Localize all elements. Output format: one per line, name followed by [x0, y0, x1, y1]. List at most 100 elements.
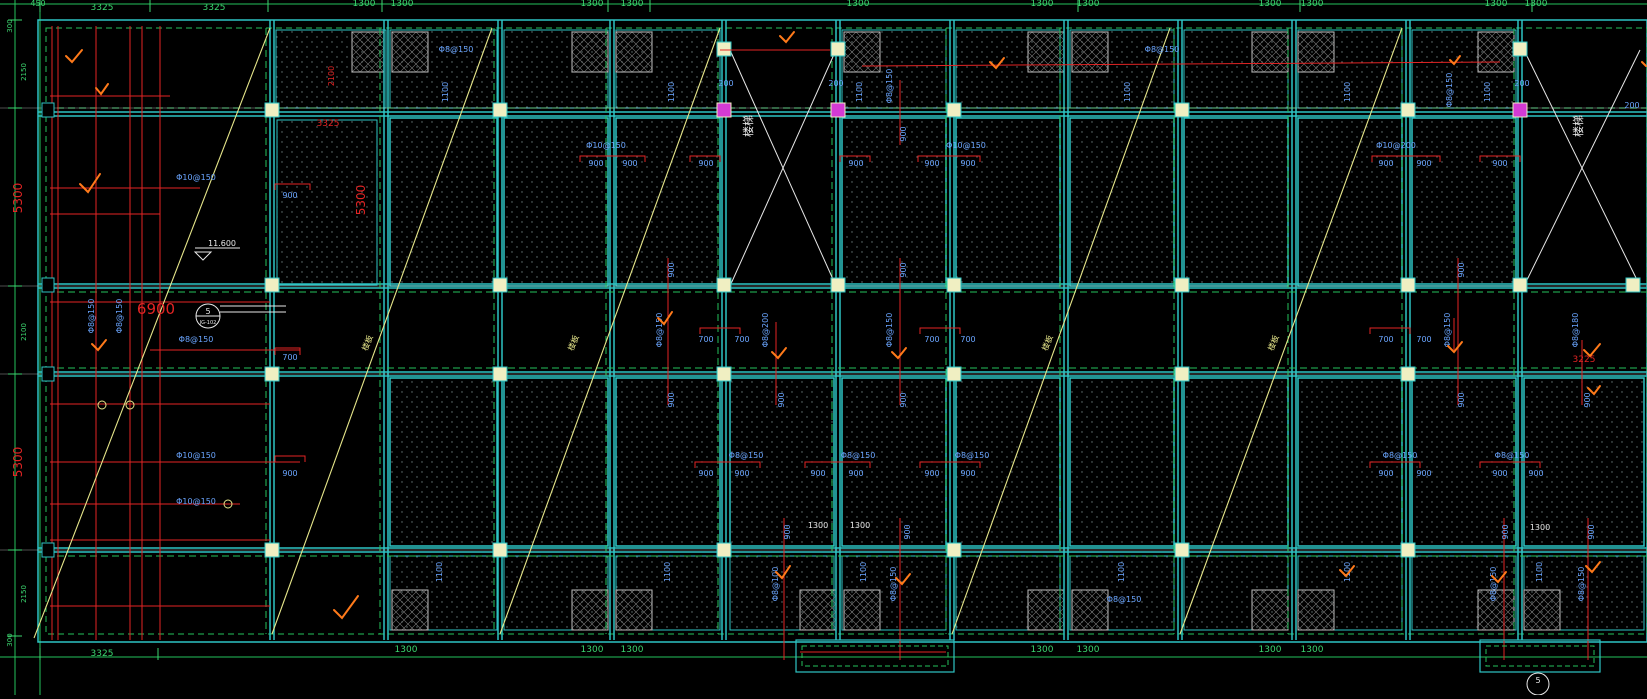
rebar-label: Φ8@150 [885, 313, 894, 348]
length-label: 1300 [850, 521, 870, 530]
ramp-label: 楼板 [1266, 334, 1281, 353]
length-label: 1100 [1343, 562, 1352, 582]
left-dim: 300 [6, 19, 14, 32]
reference-circles [97, 400, 233, 509]
section-marker-sub: JG-102 [199, 320, 217, 326]
length-label: 1100 [667, 82, 676, 102]
bottom-dim: 1300 [581, 645, 604, 655]
left-dim: 5300 [11, 447, 25, 478]
length-label: 900 [1378, 159, 1393, 168]
length-label: 900 [848, 159, 863, 168]
rebar-label: Φ8@150 [439, 45, 474, 54]
rebar-label: Φ10@150 [176, 173, 216, 182]
ramp-label: 楼板 [1040, 334, 1055, 353]
length-label: 1100 [859, 562, 868, 582]
bottom-dim: 1300 [1077, 645, 1100, 655]
top-dim: 1300 [1031, 0, 1054, 9]
rebar-label: Φ8@150 [87, 299, 96, 334]
top-dim: 3325 [203, 3, 226, 13]
length-label: 2100 [327, 66, 336, 86]
rebar-label: Φ8@150 [1443, 313, 1452, 348]
left-dimension-labels: 300 2150 5300 2100 5300 2150 300 [6, 19, 28, 646]
rebar-label: Φ8@150 [1383, 451, 1418, 460]
length-label: 900 [1416, 469, 1431, 478]
length-label: 900 [899, 126, 908, 141]
ramp-label: 楼板 [360, 334, 375, 353]
overall-span-label: 6900 [137, 300, 175, 318]
length-label: 900 [783, 524, 792, 539]
length-label: 700 [734, 335, 749, 344]
shaft-panels [351, 31, 1561, 631]
length-label: 900 [924, 159, 939, 168]
length-label: 900 [1492, 159, 1507, 168]
stair-label: 楼梯 [741, 115, 755, 137]
length-label: 900 [1457, 392, 1466, 407]
length-label: 200 [1514, 79, 1529, 88]
rebar-label: Φ10@150 [176, 497, 216, 506]
inner-span-3325: 3325 [317, 119, 340, 129]
rebar-label: Φ8@150 [115, 299, 124, 334]
level-triangle [193, 247, 240, 261]
length-label: 900 [698, 159, 713, 168]
rebar-label: Φ8@150 [1489, 567, 1498, 602]
length-label: 900 [282, 191, 297, 200]
length-label: 700 [924, 335, 939, 344]
length-label: 1100 [441, 82, 450, 102]
rebar-label: Φ10@150 [176, 451, 216, 460]
beam-lines [38, 20, 1647, 640]
top-dim: 1300 [847, 0, 870, 9]
rebar-labels: Φ10@150 Φ8@150 Φ10@150 Φ10@150 Φ10@150 Φ… [87, 45, 1586, 604]
section-marker-number: 5 [205, 307, 210, 316]
rebar-label: Φ8@150 [841, 451, 876, 460]
pit-outlines [795, 639, 1601, 673]
length-label: 200 [828, 79, 843, 88]
bottom-section-number: 5 [1535, 676, 1540, 685]
length-label: 900 [282, 469, 297, 478]
columns [41, 41, 1641, 558]
rebar-label: Φ8@150 [655, 313, 664, 348]
length-label: 200 [718, 79, 733, 88]
ramp-label: 楼板 [566, 334, 581, 353]
length-label: 900 [1378, 469, 1393, 478]
top-dim: 1300 [391, 0, 414, 9]
length-label: 700 [960, 335, 975, 344]
top-dim: 1300 [581, 0, 604, 9]
rebar-label: Φ8@150 [885, 69, 894, 104]
section-marker [195, 303, 1550, 696]
length-label: 1300 [1530, 523, 1550, 532]
rebar-label: Φ10@150 [946, 141, 986, 150]
level-mark: 11.600 [208, 239, 236, 248]
length-label: 900 [810, 469, 825, 478]
rebar-label: Φ10@150 [586, 141, 626, 150]
inner-span-3225: 3225 [1573, 355, 1596, 365]
length-label: 1100 [855, 82, 864, 102]
length-label: 1100 [1343, 82, 1352, 102]
length-label: 900 [1583, 392, 1592, 407]
length-label: 900 [1492, 469, 1507, 478]
length-label: 900 [667, 392, 676, 407]
left-dim: 2100 [20, 323, 28, 341]
length-label: 1100 [435, 562, 444, 582]
rebar-brackets [274, 49, 1589, 660]
rebar-label: Φ8@100 [771, 567, 780, 602]
rebar-label: Φ8@150 [1577, 567, 1586, 602]
length-label: 1100 [663, 562, 672, 582]
rebar-label: Φ8@200 [761, 313, 770, 348]
stair-labels: 楼梯 楼梯 [741, 115, 1585, 137]
rebar-label: Φ10@200 [1376, 141, 1416, 150]
top-dimension-labels: 3325 3325 1300 1300 1300 1300 1300 1300 … [91, 0, 1548, 13]
left-dim: 5300 [11, 183, 25, 214]
length-label: 700 [1416, 335, 1431, 344]
magenta-columns [716, 102, 1528, 118]
length-label: 900 [899, 262, 908, 277]
rebar-label: Φ8@150 [1107, 595, 1142, 604]
bottom-dim: 1300 [1259, 645, 1282, 655]
length-label: 1300 [808, 521, 828, 530]
left-dim: 2150 [20, 63, 28, 81]
length-label: 1100 [1483, 82, 1492, 102]
length-label: 900 [1416, 159, 1431, 168]
length-label: 1100 [1117, 562, 1126, 582]
length-label: 1100 [1123, 82, 1132, 102]
